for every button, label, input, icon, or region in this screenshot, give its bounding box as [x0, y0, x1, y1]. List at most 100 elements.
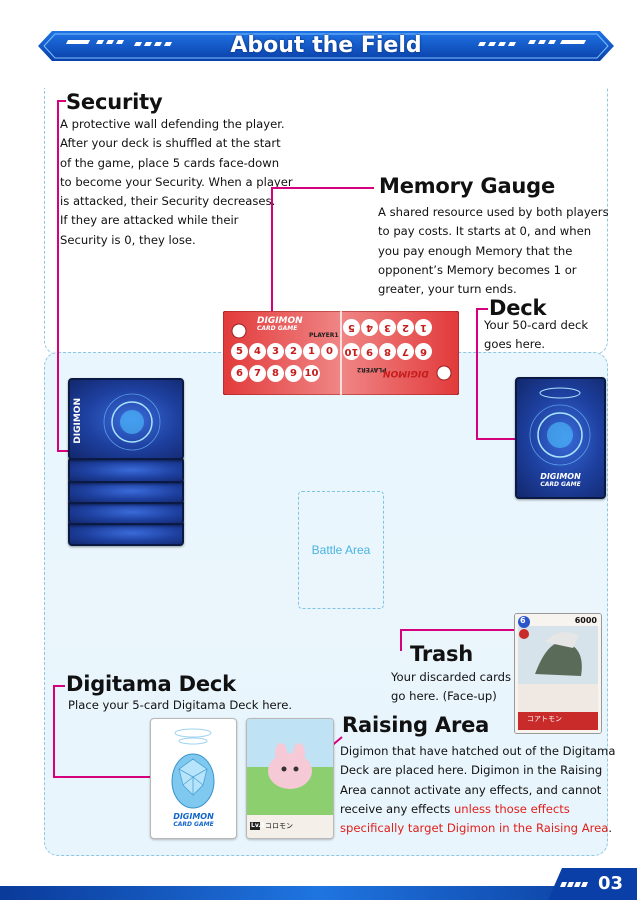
- security-line: of the game, place 5 cards face-down: [60, 154, 300, 173]
- security-leader-line: [57, 100, 59, 452]
- logo-bottom: CARD GAME: [517, 481, 604, 489]
- raising-area-description: Digimon that have hatched out of the Dig…: [340, 742, 630, 838]
- memory-gauge-number: 5: [231, 343, 248, 360]
- memory-gauge-number: 7: [249, 365, 266, 382]
- raising-area-card: Lv.2 コロモン: [246, 718, 334, 839]
- memory-gauge-number: 1: [303, 343, 320, 360]
- raising-line-plain: .: [608, 821, 612, 835]
- memory-gauge-number: 5: [343, 319, 360, 336]
- memory-gauge-number: 3: [379, 319, 396, 336]
- raising-card-level: Lv.2: [251, 822, 265, 829]
- gauge-logo-bottom: CARD GAME: [257, 325, 303, 333]
- memory-gauge-number: 4: [249, 343, 266, 360]
- security-line: A protective wall defending the player.: [60, 115, 300, 134]
- trash-line: Your discarded cards: [391, 668, 521, 687]
- page-tab-shape: [548, 868, 637, 900]
- security-line: After your deck is shuffled at the start: [60, 134, 300, 153]
- trash-heading: Trash: [410, 642, 473, 666]
- memory-gauge-number: 2: [397, 319, 414, 336]
- raising-line-plain: receive any effects: [340, 802, 454, 816]
- memory-line: A shared resource used by both players: [378, 203, 618, 222]
- memory-gauge-number: 0: [321, 343, 338, 360]
- memory-leader-drop: [271, 187, 273, 325]
- trash-card-name: コアトモン: [527, 714, 562, 724]
- deck-description: Your 50-card deck goes here.: [484, 316, 614, 355]
- memory-gauge-description: A shared resource used by both players t…: [378, 203, 618, 299]
- security-card-stack: DIGIMON: [68, 378, 183, 546]
- memory-gauge-number: 9: [361, 343, 378, 360]
- security-leader-tick: [57, 100, 66, 102]
- deck-leader-line: [476, 308, 478, 440]
- trash-card-dp: 6000: [575, 616, 597, 625]
- header-banner: About the Field: [38, 31, 614, 61]
- raising-line-highlight: specifically target Digimon in the Raisi…: [340, 821, 608, 835]
- raising-area-heading: Raising Area: [342, 713, 489, 737]
- memory-gauge-number: 2: [285, 343, 302, 360]
- memory-gauge-number: 10: [303, 365, 320, 382]
- raising-line: specifically target Digimon in the Raisi…: [340, 819, 630, 838]
- logo-top: DIGIMON: [151, 813, 236, 821]
- memory-gauge-number: 6: [415, 343, 432, 360]
- footer-bar: [0, 886, 637, 900]
- raising-line: Digimon that have hatched out of the Dig…: [340, 742, 630, 761]
- logo-top: DIGIMON: [73, 398, 83, 444]
- logo-top: DIGIMON: [517, 473, 604, 481]
- memory-line: you pay enough Memory that the: [378, 242, 618, 261]
- trash-line: go here. (Face-up): [391, 687, 521, 706]
- raising-card-name: コロモン: [265, 821, 293, 831]
- trash-card: 6 6000 コアトモン: [514, 613, 602, 734]
- digitama-deck-heading: Digitama Deck: [66, 672, 236, 696]
- card-back-logo: DIGIMON: [74, 398, 83, 444]
- memory-gauge-number: 3: [267, 343, 284, 360]
- security-heading: Security: [66, 90, 162, 114]
- trash-leader-line: [400, 629, 518, 631]
- gauge-logo-top: DIGIMON: [257, 317, 303, 325]
- memory-gauge-number: 8: [379, 343, 396, 360]
- gauge-logo: DIGIMON CARD GAME: [257, 317, 303, 333]
- memory-gauge-heading: Memory Gauge: [379, 174, 555, 198]
- page-number: 03: [598, 873, 623, 894]
- memory-gauge-board: DIGIMON CARD GAME PLAYER1 PLAYER2 DIGIMO…: [223, 311, 459, 395]
- card-back-logo: DIGIMON CARD GAME: [517, 473, 604, 489]
- digitama-leader-end: [53, 776, 157, 778]
- memory-gauge-number: 8: [267, 365, 284, 382]
- deck-leader-end: [476, 438, 516, 440]
- gauge-player1-label: PLAYER1: [309, 332, 339, 339]
- security-line: Security is 0, they lose.: [60, 231, 300, 250]
- gauge-logo-top: DIGIMON: [383, 369, 429, 377]
- raising-line: Deck are placed here. Digimon in the Rai…: [340, 761, 630, 780]
- security-line: to become your Security. When a player: [60, 173, 300, 192]
- digitama-leader-line: [53, 685, 55, 778]
- trash-description: Your discarded cards go here. (Face-up): [391, 668, 521, 707]
- gauge-logo-flipped: DIGIMON: [383, 369, 429, 377]
- memory-gauge-number: 7: [397, 343, 414, 360]
- memory-line: to pay costs. It starts at 0, and when: [378, 222, 618, 241]
- deck-card-stack: DIGIMON CARD GAME: [515, 377, 606, 499]
- raising-line: Area cannot activate any effects, and ca…: [340, 781, 630, 800]
- digitama-line: Place your 5-card Digitama Deck here.: [68, 696, 328, 715]
- security-line: If they are attacked while their: [60, 211, 300, 230]
- trash-leader-drop: [400, 629, 402, 651]
- battle-area-label: Battle Area: [312, 543, 371, 557]
- deck-line: Your 50-card deck: [484, 316, 614, 335]
- page-title: About the Field: [38, 33, 614, 58]
- memory-line: opponent’s Memory becomes 1 or: [378, 261, 618, 280]
- deck-line: goes here.: [484, 335, 614, 354]
- security-top-card: DIGIMON: [68, 378, 184, 460]
- memory-gauge-number: 1: [415, 319, 432, 336]
- digitama-deck-description: Place your 5-card Digitama Deck here.: [68, 696, 328, 715]
- memory-gauge-number: 6: [231, 365, 248, 382]
- digitama-card-logo: DIGIMON CARD GAME: [151, 813, 236, 829]
- memory-gauge-number: 4: [361, 319, 378, 336]
- memory-gauge-number: 9: [285, 365, 302, 382]
- digitama-deck-card: DIGIMON CARD GAME: [150, 718, 237, 839]
- memory-leader-line: [271, 187, 374, 189]
- card-back-emblem-icon: [70, 380, 182, 458]
- security-description: A protective wall defending the player. …: [60, 115, 300, 250]
- security-line: is attacked, their Security decreases.: [60, 192, 300, 211]
- page-number-tab: 03: [548, 868, 637, 900]
